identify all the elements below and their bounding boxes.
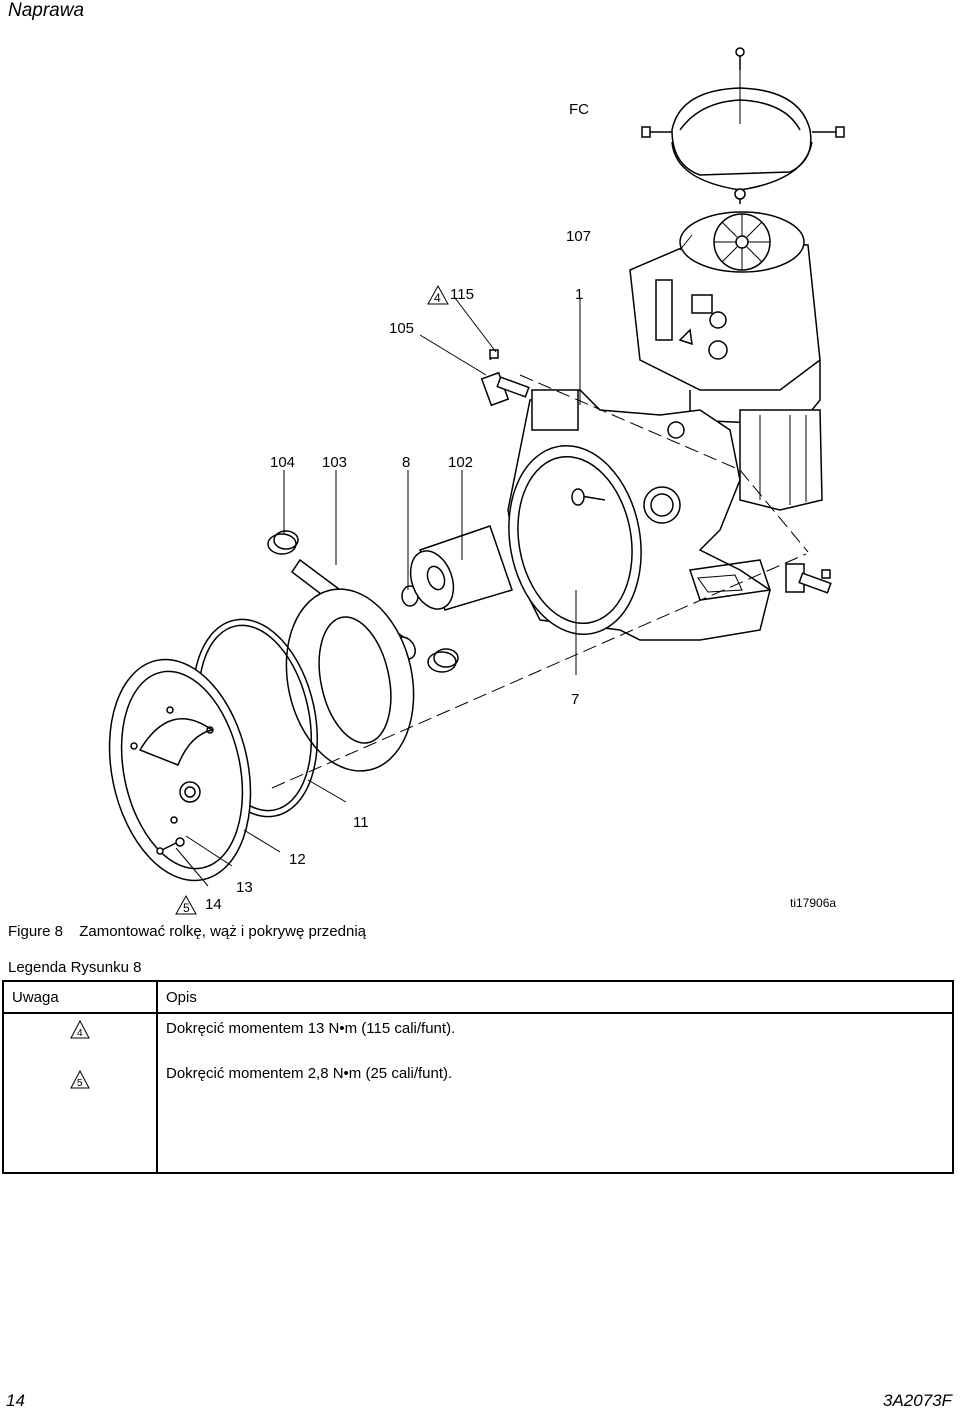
callout-8: 8 — [402, 454, 410, 471]
callout-103: 103 — [322, 454, 347, 471]
callout-115: 115 — [450, 286, 474, 303]
callout-4: 4 — [434, 291, 441, 305]
exploded-pump-diagram: FC 107 4 115 1 105 104 103 8 102 7 11 12… — [0, 30, 960, 920]
svg-text:5: 5 — [77, 1078, 83, 1089]
legend-table: Uwaga Opis 4 5 Dokręcić momentem 13 N•m … — [2, 980, 954, 1174]
callout-105: 105 — [389, 320, 414, 337]
callout-14: 14 — [205, 896, 222, 913]
front-cover-13 — [108, 658, 252, 882]
legend-desc-cell: Dokręcić momentem 13 N•m (115 cali/funt)… — [156, 1012, 954, 1174]
callout-13: 13 — [236, 879, 253, 896]
callout-5: 5 — [183, 901, 190, 915]
callout-102: 102 — [448, 454, 473, 471]
nut-right — [427, 648, 459, 673]
page-number: 14 — [6, 1391, 25, 1410]
hose-11 — [285, 588, 415, 772]
warning-triangle-icon: 5 — [70, 1069, 90, 1089]
leader-lines — [175, 70, 741, 887]
figure-ref-id: ti17906a — [790, 896, 836, 910]
legend-row: 4 5 Dokręcić momentem 13 N•m (115 cali/f… — [2, 1012, 954, 1174]
legend-title: Legenda Rysunku 8 — [8, 959, 142, 976]
legend-note-cell: 4 5 — [2, 1012, 158, 1174]
assembly-centerline — [271, 374, 809, 789]
callout-11: 11 — [353, 814, 369, 831]
legend-desc-2: Dokręcić momentem 2,8 N•m (25 cali/funt)… — [166, 1065, 453, 1082]
hose-fittings — [480, 349, 832, 594]
callout-12: 12 — [289, 851, 306, 868]
motor-assembly — [629, 211, 823, 511]
legend-desc-1: Dokręcić momentem 13 N•m (115 cali/funt)… — [166, 1020, 456, 1037]
figure-caption: Figure 8 Zamontować rolkę, wąż i pokrywę… — [8, 923, 366, 940]
callout-104: 104 — [270, 454, 295, 471]
warning-triangle-4: 4 — [427, 284, 449, 305]
legend-header-desc: Opis — [156, 980, 954, 1014]
warning-triangle-icon: 4 — [70, 1019, 90, 1039]
callout-7: 7 — [571, 691, 579, 708]
callout-1: 1 — [575, 286, 583, 303]
nut-104 — [267, 530, 299, 555]
filter-cover — [641, 47, 845, 204]
roller-102 — [409, 525, 513, 611]
screw-14 — [156, 837, 185, 855]
legend-header-note: Uwaga — [2, 980, 158, 1014]
document-id: 3A2073F — [883, 1391, 952, 1410]
warning-triangle-5: 5 — [175, 894, 197, 915]
figure-number: Figure 8 — [8, 923, 64, 940]
callout-fc: FC — [569, 101, 589, 118]
pump-housing — [507, 389, 771, 641]
section-title: Naprawa — [8, 0, 85, 21]
svg-text:4: 4 — [77, 1028, 83, 1039]
figure-caption-text: Zamontować rolkę, wąż i pokrywę przednią — [79, 923, 366, 940]
callout-107: 107 — [566, 228, 591, 245]
